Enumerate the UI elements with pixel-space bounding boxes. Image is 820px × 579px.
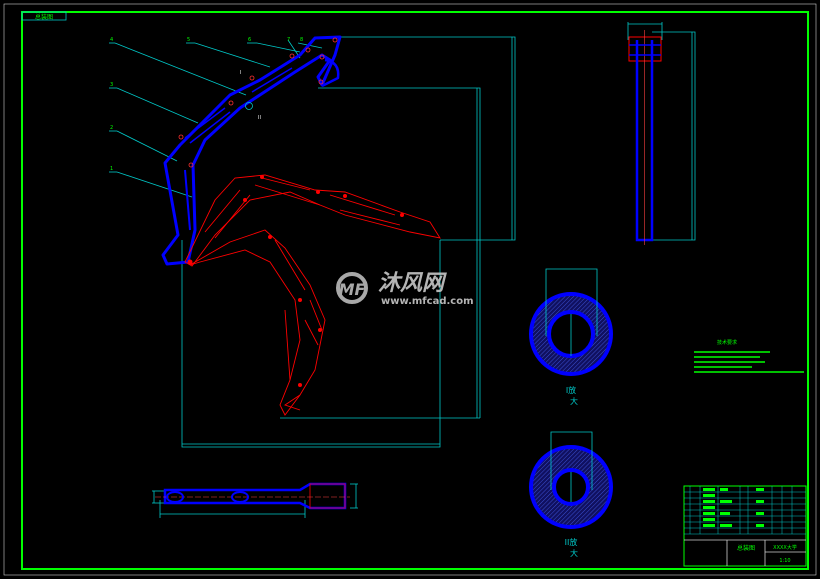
blue-pin-marks xyxy=(178,37,338,168)
title-block-scale: 1:10 xyxy=(779,558,790,564)
detail-view-2: II放 大 xyxy=(529,431,613,558)
part-label-5: 5 xyxy=(187,37,190,43)
detail-label-1-line2: 大 xyxy=(570,396,578,406)
corner-label-box xyxy=(21,11,67,21)
technical-requirements: 技术要求 xyxy=(694,339,804,373)
part-number-labels: 4 5 6 7 8 3 2 1 xyxy=(110,37,303,172)
section-mark-2: II xyxy=(258,115,261,121)
drawing-frame xyxy=(21,11,809,570)
part-label-3: 3 xyxy=(110,82,113,88)
watermark-brand: 沐风网 xyxy=(378,271,447,296)
mfcad-logo-icon: MF xyxy=(336,272,368,304)
red-pin-marks xyxy=(187,175,404,387)
detail-label-2-line1: II放 xyxy=(565,537,578,547)
part-label-7: 7 xyxy=(287,37,290,43)
dimension-lines xyxy=(109,22,696,518)
tech-requirements-title: 技术要求 xyxy=(717,339,737,346)
outer-border xyxy=(3,3,817,576)
detail-view-1: I放 大 xyxy=(529,268,613,406)
detail-label-1-line1: I放 xyxy=(566,385,576,395)
title-block-drawing-name: 总装图 xyxy=(737,544,755,552)
tech-requirements-text xyxy=(694,351,804,373)
part-label-2: 2 xyxy=(110,125,113,131)
boom-assembly-blue xyxy=(161,35,342,266)
watermark-url: www.mfcad.com xyxy=(381,296,474,307)
part-label-6: 6 xyxy=(248,37,251,43)
watermark: MF 沐风网 www.mfcad.com xyxy=(336,271,474,307)
side-view xyxy=(628,30,662,245)
title-block-school: XXXX大学 xyxy=(773,544,797,551)
svg-text:MF: MF xyxy=(339,280,366,299)
section-mark-1: I xyxy=(240,70,241,76)
alternate-pose-red xyxy=(184,174,441,416)
title-block: 总装图 XXXX大学 1:10 xyxy=(683,485,807,567)
detail-label-2-line2: 大 xyxy=(570,548,578,558)
part-label-8: 8 xyxy=(300,37,303,43)
part-label-4: 4 xyxy=(110,37,113,43)
top-view xyxy=(155,482,350,510)
part-label-1: 1 xyxy=(110,166,113,172)
corner-label: 总装图 xyxy=(35,13,53,21)
